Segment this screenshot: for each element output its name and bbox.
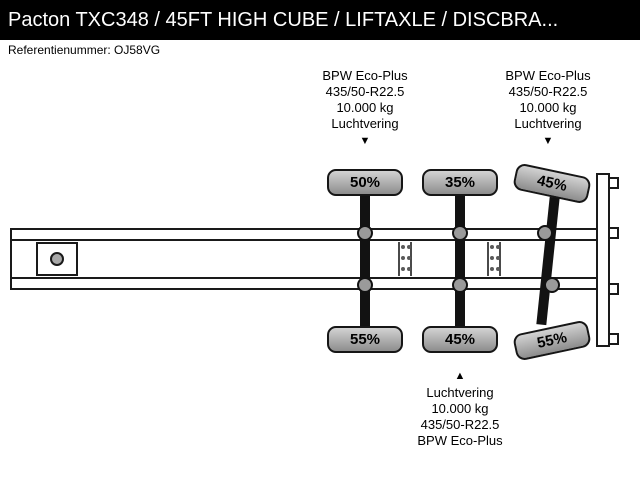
axle2-tire-bottom: 45% (422, 326, 498, 353)
annotation-line: 435/50-R22.5 (508, 84, 588, 99)
chassis-rail-bottom (10, 277, 610, 279)
axle2-annotation: ▲ Luchtvering 10.000 kg 435/50-R22.5 BPW… (390, 370, 530, 449)
rivet-dot (401, 267, 405, 271)
rear-bumper-tab (608, 227, 619, 239)
axle2-hub-bottom (452, 277, 468, 293)
page-title: Pacton TXC348 / 45FT HIGH CUBE / LIFTAXL… (8, 8, 559, 31)
rear-bumper-bar (596, 173, 610, 347)
rear-bumper-tab (608, 333, 619, 345)
kingpin (50, 252, 64, 266)
rivet-dot (490, 245, 494, 249)
annotation-line: Luchtvering (514, 116, 582, 131)
annotation-line: Luchtvering (426, 385, 494, 400)
rear-bumper-tab (608, 177, 619, 189)
down-arrow-icon: ▼ (542, 135, 554, 147)
annotation-line: BPW Eco-Plus (322, 68, 408, 83)
rivet-dot (496, 245, 500, 249)
rivet-dot (407, 267, 411, 271)
axle2-hub-top (452, 225, 468, 241)
annotation-line: 10.000 kg (519, 100, 577, 115)
axle1-hub-top (357, 225, 373, 241)
kingpin-plate (36, 242, 78, 276)
axle1-annotation: BPW Eco-Plus 435/50-R22.5 10.000 kg Luch… (295, 68, 435, 147)
chassis-frame (10, 228, 610, 290)
up-arrow-icon: ▲ (454, 370, 466, 382)
rivet-dot (407, 256, 411, 260)
axle3-hub-top (537, 225, 553, 241)
annotation-line: 10.000 kg (431, 401, 489, 416)
reference-number: Referentienummer: OJ58VG (8, 43, 161, 57)
rivet-dot (401, 256, 405, 260)
rivet-dot (490, 256, 494, 260)
chassis-rail-top (10, 239, 610, 241)
axle1-tire-bottom: 55% (327, 326, 403, 353)
rivet-dot (490, 267, 494, 271)
axle3-annotation: BPW Eco-Plus 435/50-R22.5 10.000 kg Luch… (478, 68, 618, 147)
rivet-dot (496, 267, 500, 271)
axle2-tire-top: 35% (422, 169, 498, 196)
annotation-line: Luchtvering (331, 116, 399, 131)
rear-bumper-tab (608, 283, 619, 295)
crossmember-detail (487, 242, 501, 276)
axle3-hub-bottom (544, 277, 560, 293)
axle1-tire-top: 50% (327, 169, 403, 196)
crossmember-detail (398, 242, 412, 276)
rivet-dot (496, 256, 500, 260)
title-bar: Pacton TXC348 / 45FT HIGH CUBE / LIFTAXL… (0, 0, 640, 40)
down-arrow-icon: ▼ (359, 135, 371, 147)
axle3-tire-bottom: 55% (512, 319, 592, 362)
rivet-dot (401, 245, 405, 249)
annotation-line: BPW Eco-Plus (505, 68, 591, 83)
annotation-line: BPW Eco-Plus (417, 433, 503, 448)
rivet-dot (407, 245, 411, 249)
axle2-bar (455, 195, 465, 327)
axle1-hub-bottom (357, 277, 373, 293)
axle1-bar (360, 195, 370, 327)
annotation-line: 435/50-R22.5 (420, 417, 500, 432)
annotation-line: 435/50-R22.5 (325, 84, 405, 99)
annotation-line: 10.000 kg (336, 100, 394, 115)
